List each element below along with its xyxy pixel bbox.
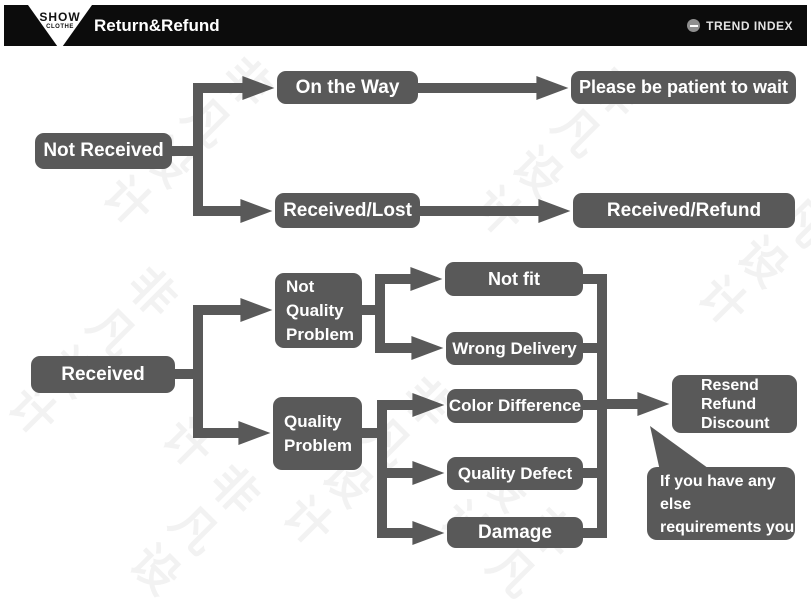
node-quality-defect: Quality Defect xyxy=(447,457,583,490)
note-bubble: If you have any else requirements you co… xyxy=(647,467,795,559)
node-wrong-delivery: Wrong Delivery xyxy=(446,332,583,365)
page-title: Return&Refund xyxy=(94,15,220,35)
node-resend-refund-discount: Resend Refund Discount xyxy=(672,375,797,433)
brand-logo-show: SHOW xyxy=(39,10,81,24)
node-please-wait: Please be patient to wait xyxy=(571,71,796,104)
bubble-tail xyxy=(650,426,712,471)
node-on-the-way: On the Way xyxy=(277,71,418,104)
node-quality-problem: Quality Problem xyxy=(273,397,362,470)
brand-logo-clothe: CLOTHE xyxy=(46,24,74,30)
trend-index-label: TREND INDEX xyxy=(706,18,793,33)
node-received: Received xyxy=(31,356,175,393)
node-color-difference: Color Difference xyxy=(447,389,583,423)
header-right-group: TREND INDEX xyxy=(687,5,793,46)
trend-index-icon xyxy=(687,19,701,32)
node-not-quality-problem: Not Quality Problem xyxy=(275,273,362,348)
node-not-fit: Not fit xyxy=(445,262,583,296)
node-damage: Damage xyxy=(447,517,583,548)
node-not-received: Not Received xyxy=(35,133,172,169)
node-received-lost: Received/Lost xyxy=(275,193,420,228)
node-received-refund: Received/Refund xyxy=(573,193,795,228)
connector-lines xyxy=(168,75,670,546)
header-bar: SHOW CLOTHE Return&Refund TREND INDEX xyxy=(4,5,807,50)
